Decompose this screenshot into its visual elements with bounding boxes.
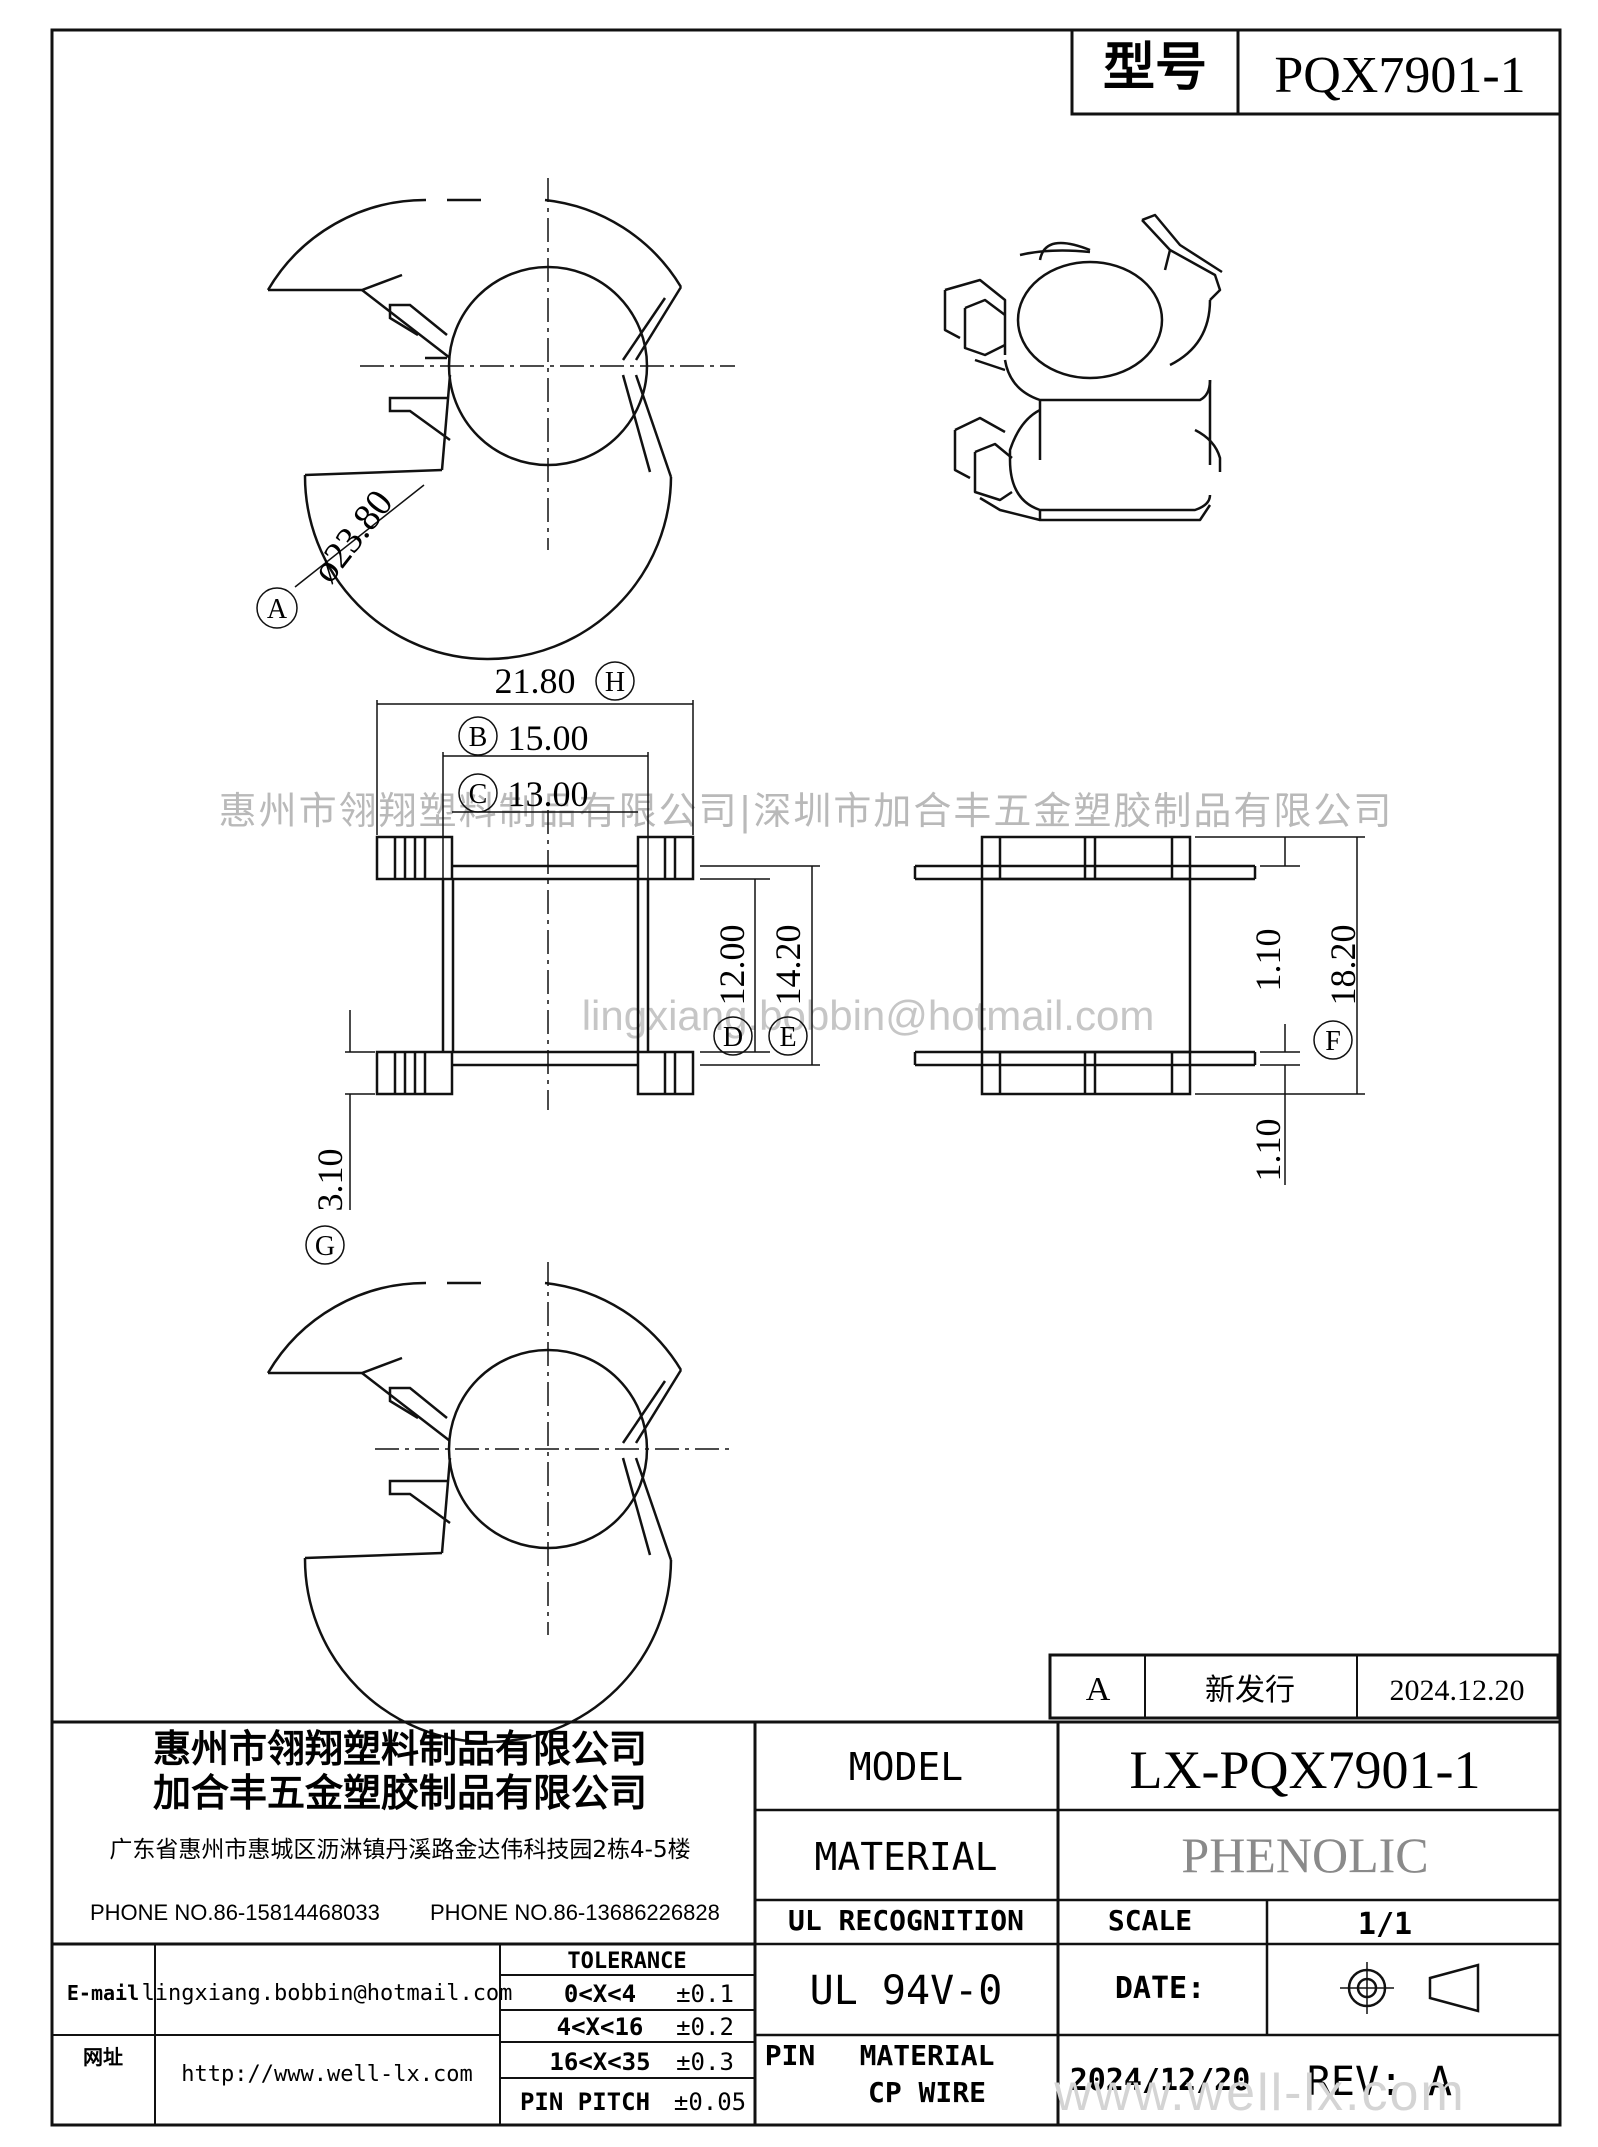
- tag-h-circle: [595, 661, 635, 701]
- dim-w-flange-tag: B: [469, 722, 488, 753]
- top-view: [266, 198, 683, 661]
- email-label: E-mail: [67, 1981, 139, 2005]
- company-phone-2: PHONE NO.86-13686226828: [430, 1900, 720, 1925]
- dim-pin-len-tag: G: [315, 1231, 335, 1262]
- front-dims: [345, 700, 820, 1210]
- tolerance-value-1: ±0.1: [676, 1980, 734, 2008]
- tolerance-value-2: ±0.2: [676, 2013, 734, 2041]
- material-label: MATERIAL: [814, 1835, 997, 1879]
- bottom-view: [266, 1281, 683, 1744]
- watermark-email: lingxiang.bobbin@hotmail.com: [582, 992, 1155, 1039]
- dim-w-overall-tag: H: [605, 667, 625, 698]
- tolerance-range-1: 0<X<4: [564, 1980, 636, 2008]
- tolerance-value-4: ±0.05: [674, 2088, 746, 2116]
- dia-tag: A: [267, 594, 288, 625]
- revision-date: 2024.12.20: [1390, 1674, 1525, 1707]
- header-model-box: 型号 PQX7901-1: [1070, 28, 1562, 116]
- revision-desc: 新发行: [1205, 1673, 1295, 1708]
- front-view: [375, 835, 695, 1096]
- scale-label: SCALE: [1108, 1904, 1192, 1937]
- rev-value: A: [1428, 2059, 1452, 2105]
- company-address: 广东省惠州市惠城区沥淋镇丹溪路金达伟科技园2栋4-5楼: [109, 1837, 690, 1863]
- material-value: PHENOLIC: [1181, 1827, 1428, 1883]
- model-value: LX-PQX7901-1: [1130, 1740, 1481, 1800]
- tolerance-value-3: ±0.3: [676, 2048, 734, 2076]
- dim-w-overall: 21.80: [495, 661, 576, 701]
- tolerance-range-4: PIN PITCH: [520, 2088, 650, 2116]
- tolerance-range-2: 4<X<16: [557, 2013, 644, 2041]
- tag-g-circle: [305, 1225, 345, 1265]
- bottom-view-centerlines: [375, 1262, 735, 1635]
- revision-rev: A: [1086, 1671, 1111, 1708]
- side-dims: [1195, 836, 1365, 1185]
- pin-material-label: MATERIAL: [860, 2039, 995, 2072]
- company-name-2: 加合丰五金塑胶制品有限公司: [153, 1771, 647, 1815]
- model-label: MODEL: [849, 1745, 963, 1789]
- header-label: 型号: [1103, 38, 1207, 98]
- ul-value: UL 94V-0: [810, 1968, 1003, 2014]
- tag-f-circle: [1313, 1020, 1353, 1060]
- web-value: http://www.well-lx.com: [181, 2062, 472, 2087]
- side-dim-labels: 1.10 1.10 18.20 F: [1248, 925, 1363, 1182]
- email-value: lingxiang.bobbin@hotmail.com: [142, 1981, 513, 2006]
- tolerance-title: TOLERANCE: [567, 1949, 686, 1974]
- pin-material-value: CP WIRE: [868, 2076, 986, 2109]
- rev-label: REV:: [1307, 2059, 1403, 2105]
- dia-tag-circle: [256, 587, 298, 629]
- projection-symbol-icon: [1340, 1962, 1480, 2014]
- date-label: DATE:: [1115, 1971, 1205, 2006]
- front-dim-labels: 21.80 H B 15.00 C 13.00 12.00 D 14.20 E …: [305, 661, 808, 1265]
- web-label: 网址: [83, 2045, 123, 2069]
- dim-flange-t-bot: 1.10: [1248, 1119, 1288, 1182]
- dim-w-core: 13.00: [508, 774, 589, 814]
- dim-h-outer-tag: E: [779, 1022, 796, 1053]
- company-phone-1: PHONE NO.86-15814468033: [90, 1900, 380, 1925]
- side-view: [913, 835, 1257, 1096]
- dia-value: ø23.80: [304, 482, 401, 590]
- iso-view: [943, 213, 1223, 522]
- date-value: 2024/12/20: [1070, 2063, 1251, 2098]
- title-block-grid: [52, 1720, 1560, 2125]
- company-name-1: 惠州市翎翔塑料制品有限公司: [153, 1727, 647, 1771]
- scale-value: 1/1: [1358, 1907, 1412, 1942]
- watermark-site: www.well-lx.com: [1053, 2064, 1465, 2122]
- dim-h-total: 18.20: [1323, 925, 1363, 1006]
- ul-label: UL RECOGNITION: [788, 1904, 1024, 1937]
- revision-row: A 新发行 2024.12.20: [1048, 1653, 1560, 1720]
- header-model: PQX7901-1: [1274, 47, 1525, 104]
- watermark-companies: 惠州市翎翔塑料制品有限公司|深圳市加合丰五金塑胶制品有限公司: [219, 789, 1394, 834]
- tag-e-circle: [768, 1016, 808, 1056]
- pin-label: PIN: [765, 2039, 816, 2072]
- dim-h-outer: 14.20: [768, 925, 808, 1006]
- dim-h-inner-tag: D: [723, 1022, 743, 1053]
- tag-d-circle: [713, 1016, 753, 1056]
- sheet-border: [50, 28, 1562, 2127]
- top-view-centerlines: [360, 178, 735, 550]
- tag-c-circle: [458, 773, 498, 813]
- dim-w-core-tag: C: [469, 779, 488, 810]
- dim-h-inner: 12.00: [712, 925, 752, 1006]
- dim-w-flange: 15.00: [508, 718, 589, 758]
- dim-flange-t-top: 1.10: [1248, 929, 1288, 992]
- dim-pin-len: 3.10: [310, 1149, 350, 1212]
- tolerance-range-3: 16<X<35: [549, 2048, 650, 2076]
- tag-b-circle: [458, 716, 498, 756]
- dim-h-total-tag: F: [1325, 1026, 1341, 1057]
- dia-dimension: A ø23.80: [256, 482, 425, 629]
